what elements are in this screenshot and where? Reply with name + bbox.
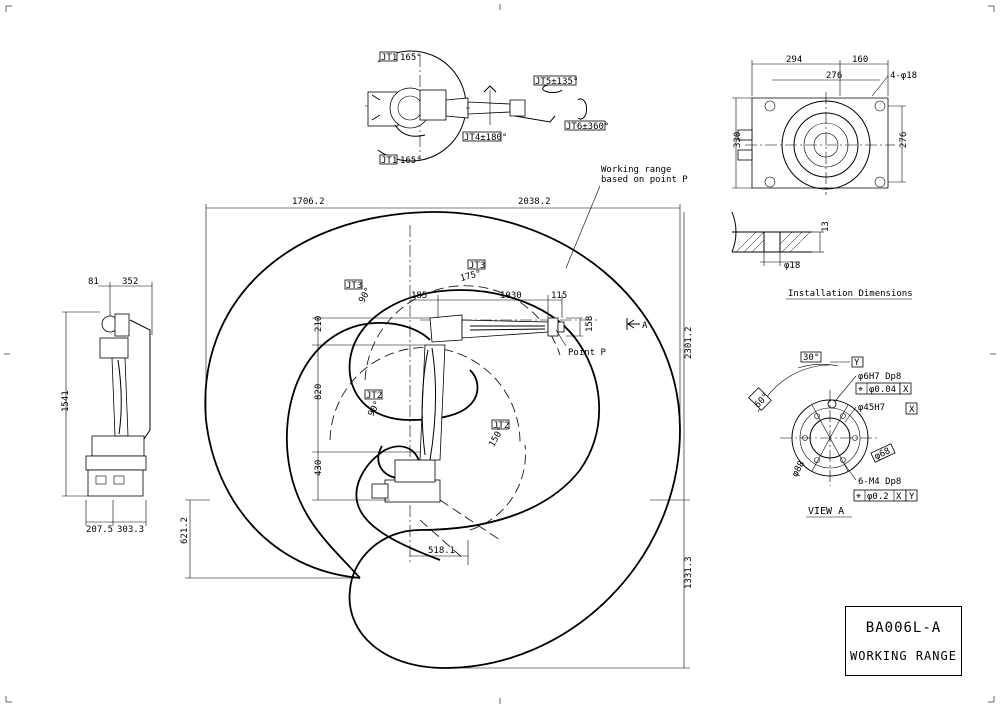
view-a: 30° Y 60° φ6H7 Dp8 ⌖ φ0.04 X φ45H7 X φ68…	[748, 351, 918, 518]
datum-y: Y	[854, 358, 860, 368]
tolerance-2-datum-x: X	[896, 492, 902, 502]
dim-81: 81	[88, 277, 99, 287]
tolerance-2-datum-y: Y	[909, 492, 915, 502]
holes-4x18: 4-φ18	[890, 71, 917, 81]
dim-2038: 2038.2	[518, 197, 551, 207]
dim-294: 294	[786, 55, 802, 65]
robot-base	[384, 479, 441, 503]
jt1-top-angle: 165°	[400, 53, 422, 63]
jt1-bottom-tag	[379, 154, 398, 165]
title-block: BA006L-A WORKING RANGE	[845, 606, 962, 676]
dim-276-h: 276	[826, 71, 842, 81]
wrist	[547, 317, 559, 337]
dim-352: 352	[122, 277, 138, 287]
working-range-envelope	[355, 445, 441, 561]
dim-330: 330	[733, 132, 743, 148]
dim-820: 820	[314, 384, 324, 400]
jt2-left-label: JT2	[366, 391, 382, 401]
view-a-arrow-label: A	[642, 321, 648, 331]
dim-185: 185	[411, 291, 427, 301]
dim-1331: 1331.3	[684, 556, 694, 589]
point-p-label: Point P	[568, 348, 607, 358]
installation-dimensions: 294 160 276 4-φ18 330 276	[731, 55, 917, 300]
jt3-right-label: JT3	[469, 261, 485, 271]
view-a-label: VIEW A	[808, 506, 844, 517]
dim-1706: 1706.2	[292, 197, 325, 207]
dim-207: 207.5	[86, 525, 113, 535]
jt2-right-angle: 150°	[487, 425, 507, 449]
jt1-bottom-angle: 165°	[400, 156, 422, 166]
dim-430: 430	[314, 460, 324, 476]
dim-1030: 1030	[500, 291, 522, 301]
tolerance-2-value: φ0.2	[867, 492, 889, 502]
dim-2301: 2301.2	[684, 326, 694, 359]
jt6-label: JT6±360°	[566, 122, 609, 132]
drawing-title: WORKING RANGE	[850, 648, 957, 663]
angle-30: 30°	[803, 353, 819, 363]
dim-160: 160	[852, 55, 868, 65]
screw-spec: 6-M4 Dp8	[858, 477, 901, 487]
jt2-right-label: JT2	[493, 421, 509, 431]
left-side-view: 81 352 1541 207.5 303.3	[61, 277, 153, 535]
jt3-right-angle: 175°	[459, 269, 483, 284]
dim-158: 158	[585, 316, 595, 332]
main-view: 1706.2 2038.2 185 1030 115 158 210 820 4…	[180, 165, 694, 669]
dia-88: φ88	[790, 460, 807, 479]
jt3-left-label: JT3	[346, 281, 362, 291]
sheet-frame	[4, 4, 996, 704]
tolerance-1-datum: X	[903, 385, 909, 395]
model-code: BA006L-A	[865, 619, 942, 636]
base-plate-outline	[751, 97, 889, 189]
top-view: JT1 165° JT1 165° JT5±135° JT4±180° JT6±…	[365, 50, 609, 166]
jt4-label: JT4±180°	[464, 133, 507, 143]
dim-1541: 1541	[61, 390, 71, 412]
dim-518: 518.1	[428, 546, 455, 556]
dowel-spec: φ6H7 Dp8	[858, 372, 901, 382]
robot-side-view	[371, 314, 565, 503]
dim-210: 210	[314, 316, 324, 332]
working-range-note-line1: Working range	[601, 165, 671, 175]
jt1-top-tag	[379, 51, 398, 62]
dim-276-v: 276	[899, 132, 909, 148]
dim-13: 13	[821, 221, 831, 232]
installation-dimensions-label: Installation Dimensions	[788, 289, 913, 299]
jt5-label: JT5±135°	[535, 77, 578, 87]
dim-303: 303.3	[117, 525, 144, 535]
dim-18: φ18	[784, 261, 800, 271]
position-tolerance-2-icon: ⌖	[856, 492, 861, 502]
bore-spec: φ45H7	[858, 403, 885, 413]
bore-datum: X	[909, 405, 915, 415]
dim-621: 621.2	[180, 517, 190, 544]
jt1-top-label: JT1	[381, 53, 397, 63]
dim-115: 115	[551, 291, 567, 301]
position-tolerance-1-icon: ⌖	[858, 385, 863, 395]
working-range-note-line2: based on point P	[601, 175, 688, 185]
top-view-arm	[467, 101, 511, 115]
jt1-bottom-label: JT1	[381, 156, 397, 166]
tolerance-1-value: φ0.04	[869, 385, 896, 395]
